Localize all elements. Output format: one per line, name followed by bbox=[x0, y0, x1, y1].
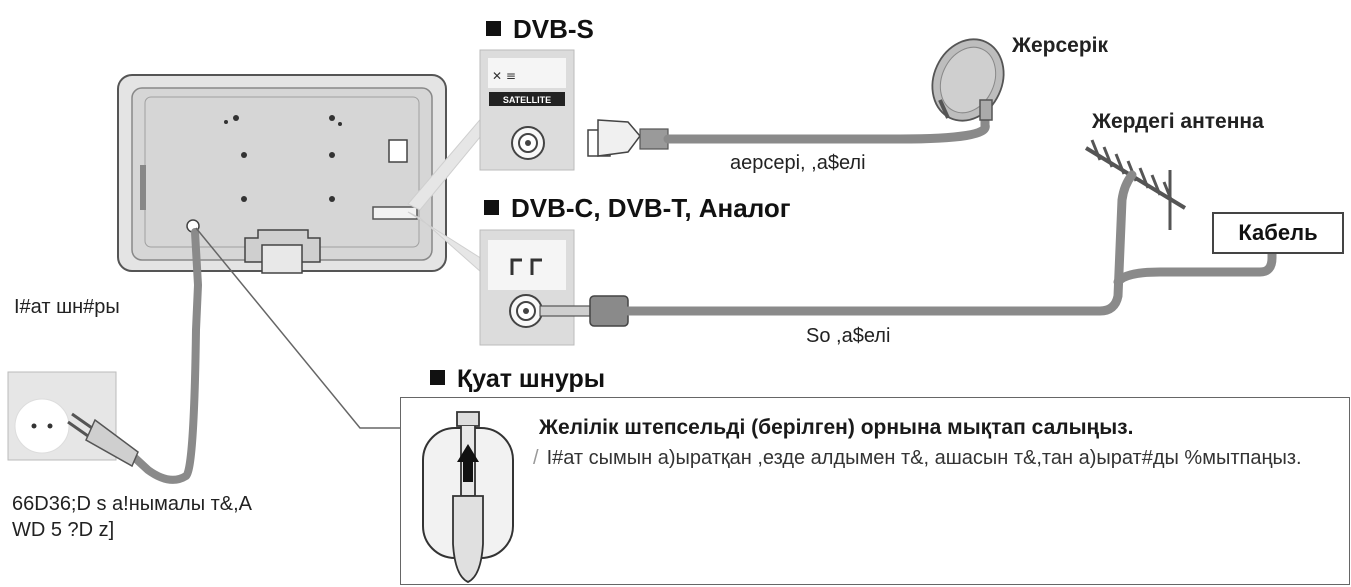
satellite-port-panel: ✕ ≡ SATELLITE bbox=[479, 49, 575, 171]
satellite-dish-label: Жерсерік bbox=[1012, 34, 1109, 57]
cable-label: Кабель bbox=[1212, 212, 1344, 254]
power-leader-line bbox=[195, 227, 400, 429]
plug-insert-icon bbox=[422, 411, 514, 583]
ground-antenna-icon bbox=[1084, 139, 1187, 230]
satellite-cable bbox=[587, 103, 990, 157]
power-note-text: /I#ат сымын а)ыратқан ,езде алдымен т&, … bbox=[533, 447, 1302, 469]
svg-text:✕ ≡: ✕ ≡ bbox=[492, 69, 516, 83]
outlet-label-line2: WD 5 ?D z] bbox=[12, 519, 115, 541]
satellite-cable-label: аерсері, ,а$елі bbox=[730, 152, 866, 174]
outlet-label-line1: 66D36;D s а!нымалы т&,А bbox=[12, 493, 253, 515]
svg-text:SATELLITE: SATELLITE bbox=[503, 95, 551, 105]
rf-port-panel bbox=[479, 229, 575, 346]
power-cord-header: Қуат шнуры bbox=[430, 365, 605, 394]
rf-cable-label: So ,а$елі bbox=[806, 325, 891, 347]
satellite-dish-icon bbox=[931, 38, 1005, 122]
ground-antenna-label: Жердегі антенна bbox=[1092, 110, 1264, 133]
power-note-box: Желілік штепсельді (берілген) орнына мық… bbox=[400, 397, 1350, 585]
power-cord-label: I#ат шн#ры bbox=[14, 296, 120, 318]
power-plug-icon bbox=[67, 412, 139, 468]
power-note-title: Желілік штепсельді (берілген) орнына мық… bbox=[539, 416, 1134, 439]
dvbs-header: DVB-S bbox=[486, 14, 594, 45]
rf-cable bbox=[539, 170, 1277, 327]
satellite-badge bbox=[489, 92, 565, 106]
tv-back-panel bbox=[117, 74, 447, 274]
power-cord bbox=[131, 228, 203, 484]
dvbc-header: DVB-C, DVB-T, Аналог bbox=[484, 193, 791, 224]
